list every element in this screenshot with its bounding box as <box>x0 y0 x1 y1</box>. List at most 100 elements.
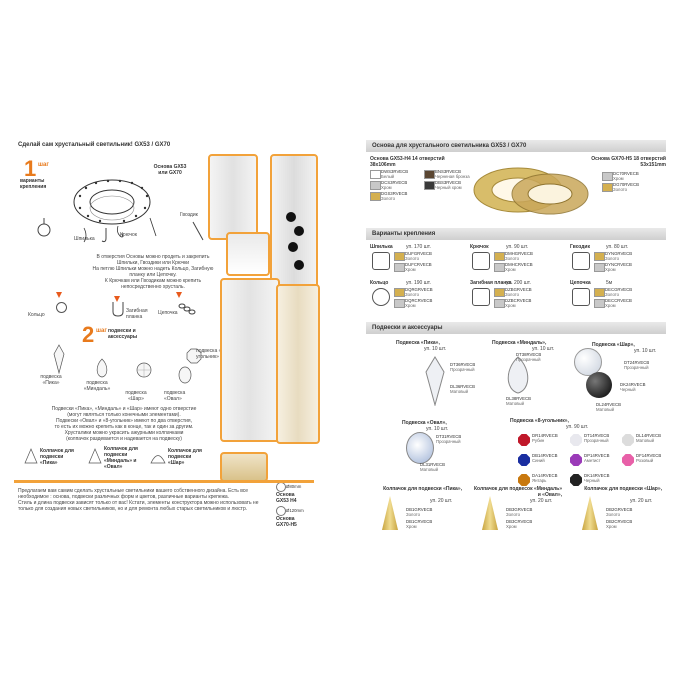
mount-1-0-swatch <box>494 252 505 261</box>
cap-0-0-code: DB1GRVECB <box>406 507 433 512</box>
pendant-code-oval-2: DL31RVECB <box>420 462 445 467</box>
base-h5-label: Основа GX70-H5 <box>276 516 297 528</box>
base-left-0-swatch <box>370 170 381 179</box>
cap-2-0-sub: Золото <box>606 512 621 517</box>
mount-5-0-swatch <box>594 288 605 297</box>
pendant-mindal-icon <box>96 358 108 378</box>
mount-1-1-swatch <box>494 263 505 272</box>
cap-0-1-sub: Хром <box>406 524 417 529</box>
gvozdik-icon <box>572 252 590 270</box>
base-ring-drawing <box>73 179 157 243</box>
octagon-6-code: DA14RVECB <box>532 473 558 478</box>
base-right-1-swatch <box>602 183 613 192</box>
black-bead-icon <box>294 260 304 270</box>
octagon-3-code: DB14RVECB <box>532 453 558 458</box>
octagon-2-sub: Матовый <box>636 438 655 443</box>
pendant-code-shar-2: DK24RVECB <box>620 382 646 387</box>
octagon-5-sub: Розовый <box>636 458 654 463</box>
pendant-code-oval-1: DT31RVECB <box>436 434 462 439</box>
octagon-gem-5-icon <box>622 454 634 466</box>
cepochka-icon <box>178 303 196 315</box>
photo-lamp-gx53 <box>220 452 268 482</box>
pendant-shar-icon <box>136 362 152 378</box>
cap-0-qty: уп. 20 шт. <box>430 498 453 504</box>
octagon-0-code: DR14RVECB <box>532 433 558 438</box>
mount-1-1-code: DMHCRVECB <box>505 262 533 267</box>
cepochka-icon <box>572 288 590 306</box>
mount-4-0-code: DZBGRVECB <box>505 287 532 292</box>
gold-base-rings <box>473 167 589 215</box>
base-left-2-swatch <box>370 181 381 190</box>
mount-0-qty: уп. 170 шт. <box>406 244 431 250</box>
base-right-title: Основа GX70-H5 18 отверстий 53x151mm <box>591 156 666 168</box>
cap-1-1-sub: Хром <box>506 524 517 529</box>
mount-5-qty: 5м <box>606 280 613 286</box>
octagon-1-code: DT14RVECB <box>584 433 610 438</box>
pendant-oval-icon <box>178 366 192 384</box>
cap-0-icon <box>382 496 398 530</box>
pendant-label-pika: подвеска «Пика» <box>40 374 62 386</box>
mount-1-name: Крючок <box>470 244 489 250</box>
dim-label-2: Ø120mm <box>286 508 304 513</box>
octagon-4-code: DP14RVECB <box>584 453 610 458</box>
octagon-name: Подвеска «8-угольник», <box>510 418 569 424</box>
pendant-ugolnik-icon <box>186 348 202 364</box>
octagon-gem-4-icon <box>570 454 582 466</box>
cap-2-0-code: DB2GRVECB <box>606 507 633 512</box>
mount-2-1-code: DYNCRVECB <box>605 262 632 267</box>
acc-title: Подвески и аксессуары <box>372 325 443 331</box>
photo-pendant-set-gold <box>276 284 320 444</box>
octagon-1-sub: Прозрачный <box>584 438 609 443</box>
cap-0-0-sub: Золото <box>406 512 421 517</box>
pendant-code-mindal-2: DL38RVECB <box>506 396 531 401</box>
oval-image <box>406 432 434 464</box>
cap-1-qty: уп. 20 шт. <box>530 498 553 504</box>
bottom-text: Предлагаем вам самим сделать хрустальные… <box>18 488 259 512</box>
base-left-3-swatch <box>424 181 435 190</box>
base-left-1-sub: Черненая бронза <box>435 174 470 179</box>
base-right-0-sub: Хром <box>613 176 624 181</box>
mount-0-0-swatch <box>394 252 405 261</box>
base-label: Основа GX53 или GX70 <box>153 164 187 176</box>
gvozdik-icon <box>192 221 204 241</box>
pendant-sub-oval-1: Прозрачный <box>436 439 461 444</box>
right-title-bar: Основа для хрустального светильника GX53… <box>366 140 666 152</box>
mount-label-cepochka: Цепочка <box>158 310 178 316</box>
mount-3-qty: уп. 190 шт. <box>406 280 431 286</box>
pendant-code-mindal-1: DT38RVECB <box>516 352 542 357</box>
mount-1-0-code: DMHGRVECB <box>505 251 533 256</box>
mount-5-1-swatch <box>594 299 605 308</box>
pendant-name-pika: Подвеска «Пика», <box>396 340 440 346</box>
shar-clear-image <box>574 348 602 376</box>
cap-label-1: Колпачок для подвески «Пика» <box>40 448 74 466</box>
cap-2-1-code: DB2CRVECB <box>606 519 633 524</box>
mount-1-0-sub: Золото <box>505 256 520 261</box>
base-left-1-swatch <box>424 170 435 179</box>
mount-3-1-code: DQRCRVECB <box>405 298 433 303</box>
cap-1-1-code: DB3CRVECB <box>506 519 533 524</box>
cap-1-0-code: DB3GRVECB <box>506 507 533 512</box>
octagon-6-sub: Янтарь <box>532 478 547 483</box>
octagon-7-code: DK14RVECB <box>584 473 610 478</box>
pendant-qty-shar: уп. 10 шт. <box>634 348 657 354</box>
mount-label-gvozdik: Гвоздик <box>180 212 198 218</box>
dim-label-1: Ø80mm <box>286 484 302 489</box>
mount-4-1-swatch <box>494 299 505 308</box>
pendant-sub-mindal-1: Прозрачный <box>516 357 541 362</box>
mount-title: Варианты крепления <box>372 231 436 237</box>
kryuchok-icon <box>101 228 107 243</box>
arrow-icon <box>56 292 62 298</box>
pendant-qty-mindal: уп. 10 шт. <box>532 346 555 352</box>
pendant-code-shar-1: DT24RVECB <box>624 360 650 365</box>
mount-3-0-sub: Золото <box>405 292 420 297</box>
gx70-dim-icon <box>276 506 286 516</box>
mount-label-shpilka: Шпилька <box>74 236 95 242</box>
shar-black-image <box>586 372 612 398</box>
base-left-4-swatch <box>370 192 381 201</box>
octagon-5-code: DF14RVECB <box>636 453 662 458</box>
mount-5-1-code: DECCRVECB <box>605 298 632 303</box>
arrow-icon <box>114 296 120 302</box>
base-right-1-code: DG70RVECB <box>613 182 639 187</box>
octagon-gem-3-icon <box>518 454 530 466</box>
pendant-label-mindal: подвеска «Миндаль» <box>83 380 111 392</box>
